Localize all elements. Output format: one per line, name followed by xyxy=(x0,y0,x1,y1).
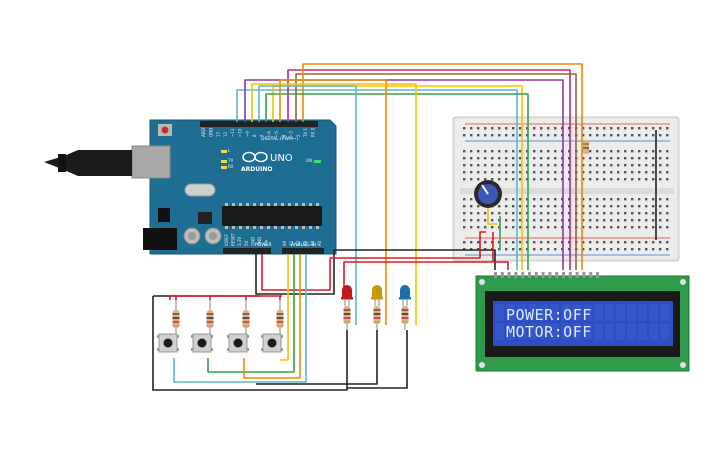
pushbutton[interactable] xyxy=(191,296,214,353)
pin-label: A1 xyxy=(289,240,294,246)
leds[interactable] xyxy=(341,285,411,330)
model-label: UNO xyxy=(270,153,293,164)
wire-gnd-main[interactable] xyxy=(255,249,496,295)
pin-label: IOREF xyxy=(224,233,229,246)
pin-label: 13 xyxy=(216,131,221,137)
wire-orange-led[interactable] xyxy=(279,79,387,325)
pin-label: 3.3V xyxy=(237,237,242,246)
lcd-line-2: MOTOR:OFF xyxy=(506,323,592,341)
potentiometer[interactable] xyxy=(474,180,502,208)
wire-brown[interactable] xyxy=(295,73,577,270)
led-label-l: L xyxy=(228,148,231,153)
wire-btn-teal[interactable] xyxy=(173,254,307,383)
wire-magenta[interactable] xyxy=(287,69,571,270)
led-body xyxy=(342,285,352,298)
wire-btn-orange[interactable] xyxy=(243,254,301,379)
pin-label: A5 xyxy=(317,240,322,246)
pin-label: ~3 xyxy=(289,131,294,137)
pin-label: A4 xyxy=(310,240,315,246)
wire-yellow-lcd[interactable] xyxy=(272,85,523,270)
button-cap[interactable] xyxy=(267,338,277,348)
on-label: ON xyxy=(306,158,312,163)
led-body xyxy=(372,285,382,298)
wire-btn-yellow[interactable] xyxy=(280,254,289,361)
wire-gnd-buttons[interactable] xyxy=(152,296,348,391)
pin-label: GND xyxy=(208,128,213,137)
brand-label: ARDUINO xyxy=(241,166,272,173)
pin-label: A0 xyxy=(282,240,287,246)
led-body xyxy=(400,285,410,298)
pin-label: RX 0 xyxy=(311,127,316,137)
wire-teal-a[interactable] xyxy=(236,89,518,270)
pushbutton[interactable] xyxy=(157,296,180,353)
pin-label: A3 xyxy=(303,240,308,246)
pin-label: ~5 xyxy=(274,131,279,137)
led-label-tx: TX xyxy=(227,158,233,163)
pin-label: GND xyxy=(250,237,255,246)
pin-label: 4 xyxy=(281,134,286,137)
wire-btn-green[interactable] xyxy=(207,254,295,373)
pushbutton[interactable] xyxy=(261,296,284,353)
button-cap[interactable] xyxy=(163,338,173,348)
arduino-uno[interactable]: L TX RX ON ARDUINO UNO DIGITAL (PWM~) PO… xyxy=(44,119,337,255)
led[interactable] xyxy=(371,285,383,330)
lcd-line-1: POWER:OFF xyxy=(506,306,592,324)
digital-label: DIGITAL (PWM~) xyxy=(261,136,299,142)
pin-label: ~9 xyxy=(245,131,250,137)
pin-label: RESET xyxy=(231,233,236,246)
wire-green-lcd[interactable] xyxy=(265,93,529,270)
button-cap[interactable] xyxy=(197,338,207,348)
pin-label: Vin xyxy=(264,239,269,246)
pin-label: 8 xyxy=(252,134,257,137)
pin-label: ~6 xyxy=(267,131,272,137)
pin-label: GND xyxy=(257,237,262,246)
pin-label: ~11 xyxy=(230,128,235,137)
led-label-rx: RX xyxy=(228,164,234,169)
pushbuttons[interactable] xyxy=(157,296,284,353)
wire-orange-lcd[interactable] xyxy=(302,63,583,270)
wire-5v[interactable] xyxy=(261,231,486,291)
crystal xyxy=(184,183,216,197)
wire-purple[interactable] xyxy=(244,79,564,270)
pushbutton[interactable] xyxy=(227,296,250,353)
power-header[interactable] xyxy=(223,248,271,254)
pin-label: 7 xyxy=(259,134,264,137)
button-cap[interactable] xyxy=(233,338,243,348)
breadboard-resistor[interactable] xyxy=(583,140,589,154)
pin-label: 5V xyxy=(244,240,249,246)
wire-teal-led[interactable] xyxy=(258,85,357,325)
pin-label: ~10 xyxy=(238,128,243,137)
pin-label: 12 xyxy=(223,131,228,137)
analog-label: ANALOG IN xyxy=(291,242,316,248)
digital-header[interactable] xyxy=(200,121,318,127)
pin-label: 2 xyxy=(296,134,301,137)
pin-label: A2 xyxy=(296,240,301,246)
arduino-logo-icon xyxy=(242,151,268,163)
breadboard[interactable] xyxy=(452,116,680,262)
wires[interactable] xyxy=(152,63,657,391)
usb-port xyxy=(131,145,171,179)
power-label: POWER xyxy=(255,242,272,248)
analog-header[interactable] xyxy=(282,248,324,254)
led[interactable] xyxy=(341,285,353,330)
pin-label: TX 1 xyxy=(303,128,308,138)
usb-cable xyxy=(44,150,132,176)
led[interactable] xyxy=(399,285,411,330)
lcd-display[interactable]: POWER:OFF MOTOR:OFF xyxy=(475,272,690,372)
atmega-chip xyxy=(222,206,322,226)
wire-yellow-led[interactable] xyxy=(251,83,417,325)
power-jack xyxy=(143,228,177,250)
pin-label: AREF xyxy=(201,126,206,137)
